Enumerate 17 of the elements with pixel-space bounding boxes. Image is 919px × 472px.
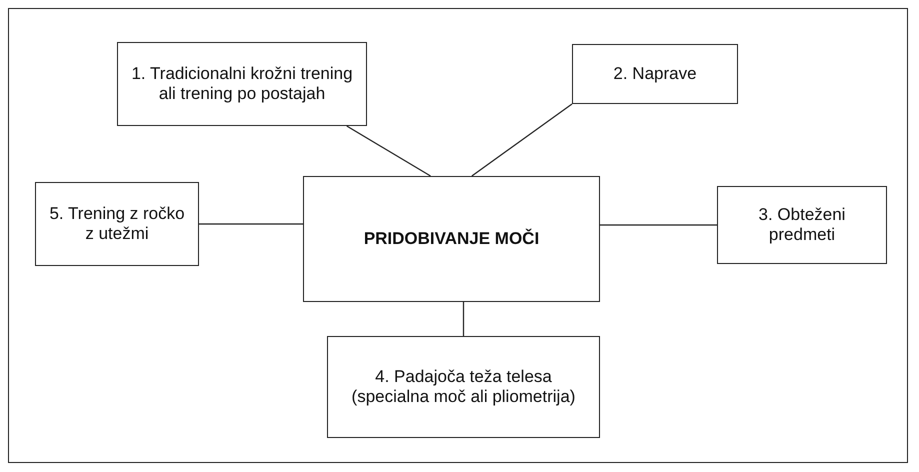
connector-line	[600, 224, 717, 226]
connector-line	[472, 104, 572, 176]
text-box	[717, 186, 887, 264]
box-label: 5. Trening z ročko z utežmi	[48, 204, 186, 244]
box-label: 4. Padajoča teža telesa (specialna moč ali pliometrija)	[350, 366, 576, 408]
text-box	[303, 176, 600, 302]
text-box	[327, 336, 600, 438]
connector-line	[346, 125, 431, 177]
text-box	[117, 42, 367, 126]
box-label: 3. Obteženi predmeti	[758, 204, 846, 246]
box-label: 1. Tradicionalni krožni trening ali trening po postajah	[130, 64, 354, 104]
box-label: 2. Naprave	[613, 64, 697, 84]
text-box	[572, 44, 738, 104]
connector-line	[199, 223, 303, 225]
text-box	[35, 182, 199, 266]
box-label: PRIDOBIVANJE MOČI	[364, 228, 540, 250]
connector-line	[462, 302, 464, 336]
